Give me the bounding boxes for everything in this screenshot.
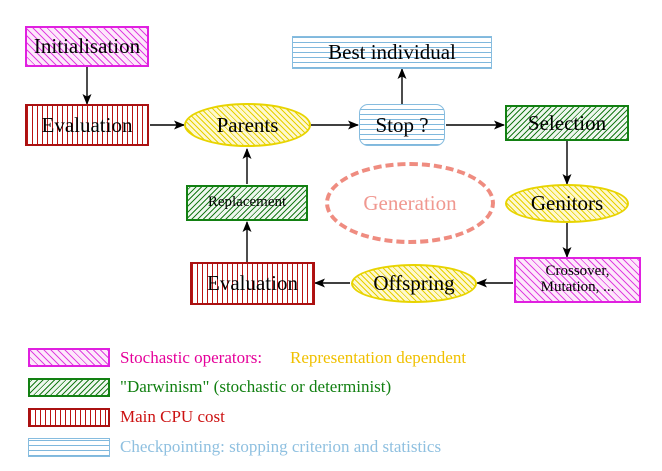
- node-initialisation[interactable]: Initialisation: [25, 26, 149, 67]
- node-evaluation-top[interactable]: Evaluation: [25, 104, 149, 146]
- node-genitors-label: Genitors: [530, 191, 604, 216]
- node-parents-label: Parents: [216, 112, 279, 137]
- legend-label-checkpointing: Checkpointing: stopping criterion and st…: [120, 437, 442, 456]
- node-selection[interactable]: Selection: [505, 105, 629, 141]
- node-offspring[interactable]: Offspring: [351, 264, 477, 303]
- node-generation-label: Generation: [363, 190, 457, 215]
- legend-label-darwinism: "Darwinism" (stochastic or determinist): [120, 377, 392, 396]
- node-stop-label: Stop ?: [375, 112, 429, 137]
- node-stop[interactable]: Stop ?: [359, 104, 445, 146]
- node-initialisation-label: Initialisation: [33, 34, 141, 59]
- node-evaluation-bottom-label: Evaluation: [207, 271, 298, 296]
- node-best-individual-label: Best individual: [328, 40, 456, 65]
- legend-label-stochastic-operators: Stochastic operators:: [120, 348, 263, 367]
- node-evaluation-bottom[interactable]: Evaluation: [190, 262, 315, 305]
- node-crossover-mutation[interactable]: Crossover, Mutation, ...: [514, 257, 641, 303]
- node-best-individual[interactable]: Best individual: [292, 36, 492, 69]
- legend-label-main-cpu-cost: Main CPU cost: [120, 407, 225, 426]
- legend-swatch-darwinism: [28, 378, 110, 397]
- node-crossover-mutation-label: Crossover, Mutation, ...: [540, 263, 615, 295]
- node-offspring-label: Offspring: [373, 271, 455, 296]
- legend-label-representation-dependent: Representation dependent: [290, 348, 467, 367]
- node-generation: Generation: [325, 162, 495, 244]
- node-evaluation-top-label: Evaluation: [41, 112, 133, 137]
- node-parents[interactable]: Parents: [184, 103, 311, 147]
- node-selection-label: Selection: [527, 110, 607, 135]
- legend-swatch-stochastic-operators: [28, 348, 110, 367]
- legend-swatch-main-cpu-cost: [28, 408, 110, 427]
- node-replacement[interactable]: Replacement: [186, 185, 308, 221]
- node-replacement-label: Replacement: [207, 194, 287, 211]
- legend-swatch-checkpointing: [28, 438, 110, 457]
- node-genitors[interactable]: Genitors: [505, 184, 629, 223]
